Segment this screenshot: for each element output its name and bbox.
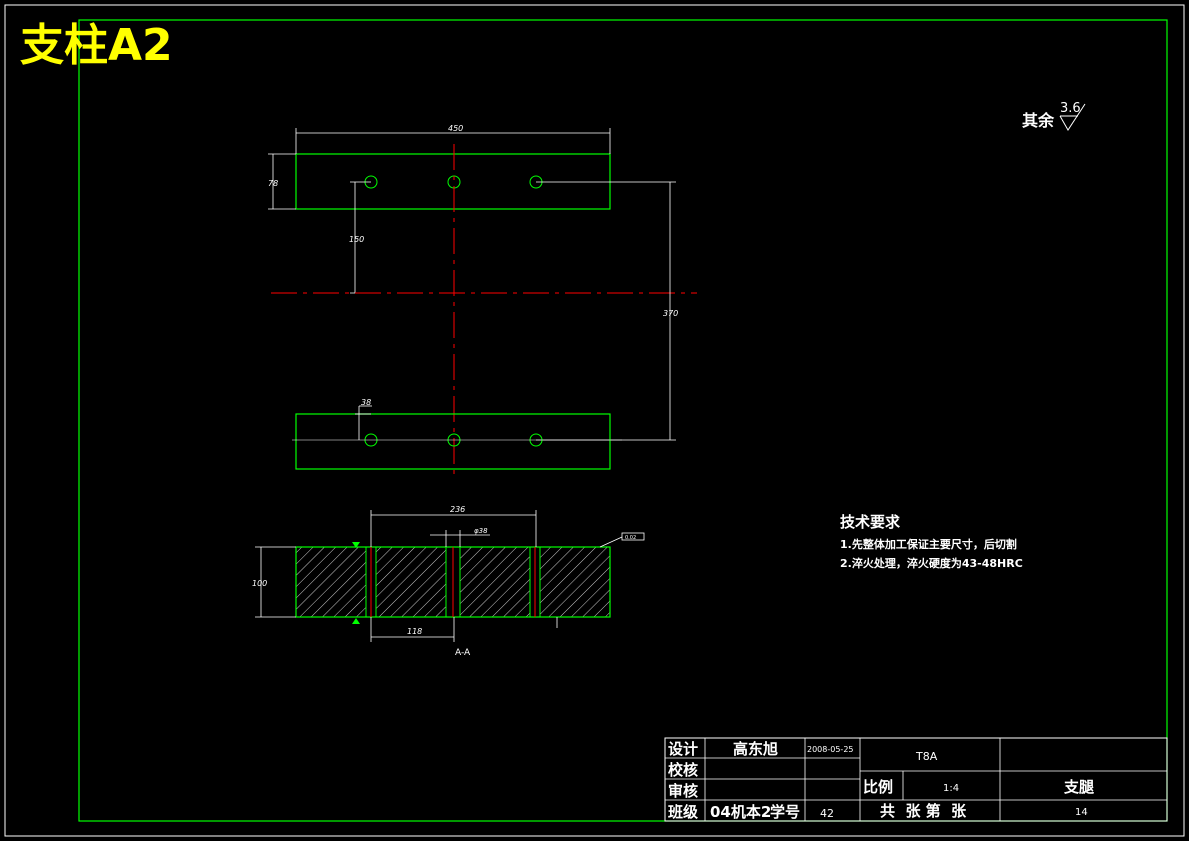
tb-drawing-no: 14 [1075,807,1088,818]
roughness-value: 3.6 [1060,101,1081,116]
tech-heading: 技术要求 [840,513,901,531]
dim-100-text: 100 [252,579,267,588]
upper-plate-view: 450 78 150 [268,124,611,294]
tb-designer: 高东旭 [733,740,778,758]
dim-118-text: 118 [407,627,422,636]
dim-236-text: 236 [450,505,465,514]
tb-material: T8A [915,750,938,763]
tag-box [621,532,645,541]
dim-78-text: 78 [268,179,278,188]
tag-leader [599,536,623,548]
sheet-inner-border [78,19,1168,822]
section-hatch-1 [295,546,367,618]
tb-check-label: 校核 [668,761,698,779]
dim-370: 370 [536,181,678,441]
tb-date: 2008-05-25 [807,745,854,754]
roughness-symbol [1059,103,1086,131]
sheet-title: 支柱A2 [20,20,173,71]
lower-plate-view: 38 [292,398,622,470]
tb-scale-value: 1:4 [943,783,959,794]
dim-370-text: 370 [663,309,678,318]
dim-450-text: 450 [448,124,463,133]
title-block: 设计 高东旭 2008-05-25 校核 审核 班级 04机本2 学号 42 T… [664,737,1168,822]
tb-part-name: 支腿 [1063,778,1094,796]
tech-item-2: 2.淬火处理，淬火硬度为43-48HRC [840,556,1023,570]
dim-150-text: 150 [349,235,364,244]
tb-student-value: 42 [820,807,834,820]
section-hatch-4 [539,546,611,618]
upper-plate-outline [295,153,611,210]
tech-requirements: 技术要求 1.先整体加工保证主要尺寸，后切割 2.淬火处理，淬火硬度为43-48… [840,513,1023,570]
section-marker-top [352,542,360,548]
dim-dia-text: φ38 [474,527,488,535]
sheet-outer-border [4,4,1185,837]
tb-class-value: 04机本2 [710,803,771,821]
tb-student-label: 学号 [770,803,800,821]
section-marker-bottom [352,618,360,624]
section-hatch-2 [375,546,447,618]
title-block-frame [664,737,1168,822]
lower-plate-outline [295,413,611,470]
tb-design-label: 设计 [668,740,698,758]
tech-item-1: 1.先整体加工保证主要尺寸，后切割 [840,537,1017,551]
tag-box-text: 0.02 [625,535,636,541]
roughness-note: 其余 3.6 [1022,101,1086,131]
section-hatch-3 [459,546,531,618]
tb-scale-label: 比例 [863,778,893,796]
center-lines [271,144,697,478]
roughness-label: 其余 [1022,111,1055,130]
dim-38-text: 38 [361,398,371,407]
tb-class-label: 班级 [668,803,699,821]
section-view: 236 φ38 100 118 0.02 A-A [252,505,645,658]
tb-sheets-label: 共 张 第 张 [880,802,967,820]
tb-review-label: 审核 [668,782,698,800]
section-label: A-A [455,648,471,658]
